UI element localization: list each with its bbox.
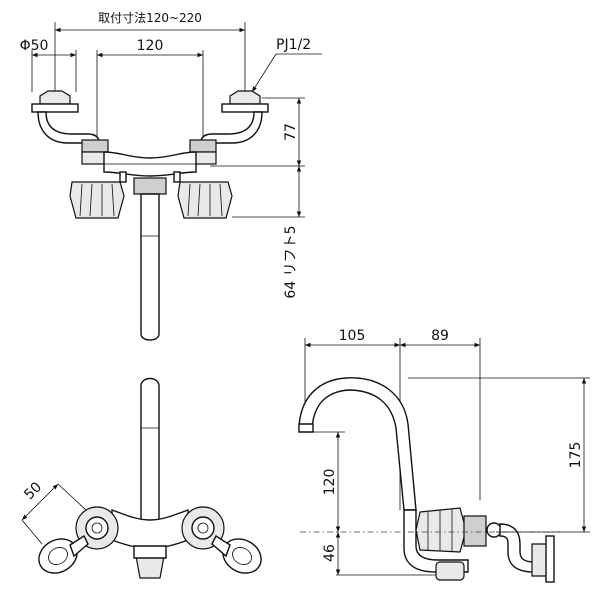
diameter-label: Φ50: [20, 38, 49, 54]
side-lower-pipe: [403, 509, 469, 573]
dim-175-label: 175: [568, 442, 584, 469]
top-left-cap: [85, 516, 109, 540]
right-valve-top: [189, 139, 217, 153]
center-dim-label: 120: [137, 38, 164, 54]
top-right-center: [197, 522, 209, 534]
dim-120-side-label: 120: [322, 469, 338, 496]
top-view: 50: [21, 377, 262, 579]
side-elbow: [499, 523, 535, 573]
spout: [140, 193, 160, 341]
ext-line: [21, 519, 43, 545]
side-view: 105 89 175 120 46: [298, 328, 590, 583]
dim-89-label: 89: [431, 328, 449, 344]
spout-swivel: [133, 177, 167, 195]
right-handle[interactable]: [177, 181, 233, 219]
left-stem: [119, 171, 127, 183]
top-left-arm: [69, 534, 89, 558]
side-lower-nut: [435, 561, 465, 581]
handle-rib: [187, 183, 191, 217]
side-handle[interactable]: [415, 507, 467, 553]
right-wall-nut: [229, 90, 261, 105]
handle-rib: [79, 183, 83, 217]
side-valve-cap: [486, 522, 502, 538]
dim-50-label: 50: [21, 479, 45, 503]
mount-range-label: 取付寸法120~220: [98, 11, 202, 25]
side-aerator: [298, 423, 314, 433]
handle-rib: [197, 183, 201, 217]
left-flange: [31, 103, 79, 113]
side-valve: [463, 515, 487, 547]
ext-line: [57, 483, 87, 511]
dim-50-line: [21, 483, 59, 521]
right-stem: [173, 171, 181, 183]
front-view: 取付寸法120~220 Φ50 120 PJ1/2: [20, 11, 322, 341]
left-handle[interactable]: [69, 181, 125, 219]
top-right-cap: [191, 516, 215, 540]
leader-line: [251, 53, 277, 93]
dim-77-label: 77: [283, 123, 299, 141]
thread-label: PJ1/2: [276, 37, 311, 53]
top-left-flange-inner: [48, 547, 68, 565]
side-wall-flange: [545, 535, 555, 583]
side-gooseneck: [298, 377, 417, 511]
handle-rib: [89, 183, 93, 217]
dim-64-label: 64 リフト5: [283, 225, 299, 298]
top-outlet-nut: [135, 555, 165, 579]
top-left-center: [91, 522, 103, 534]
right-flange: [221, 103, 269, 113]
handle-rib: [219, 183, 223, 217]
top-outlet-ring: [133, 545, 167, 559]
top-right-flange: [222, 538, 262, 574]
left-wall-nut: [39, 90, 71, 105]
handle-rib: [111, 183, 115, 217]
dim-105-label: 105: [339, 328, 366, 344]
top-left-flange: [38, 538, 78, 574]
top-right-arm: [211, 534, 231, 558]
top-right-flange-inner: [232, 547, 252, 565]
left-valve-top: [81, 139, 109, 153]
dim-46-label: 46: [322, 544, 338, 562]
